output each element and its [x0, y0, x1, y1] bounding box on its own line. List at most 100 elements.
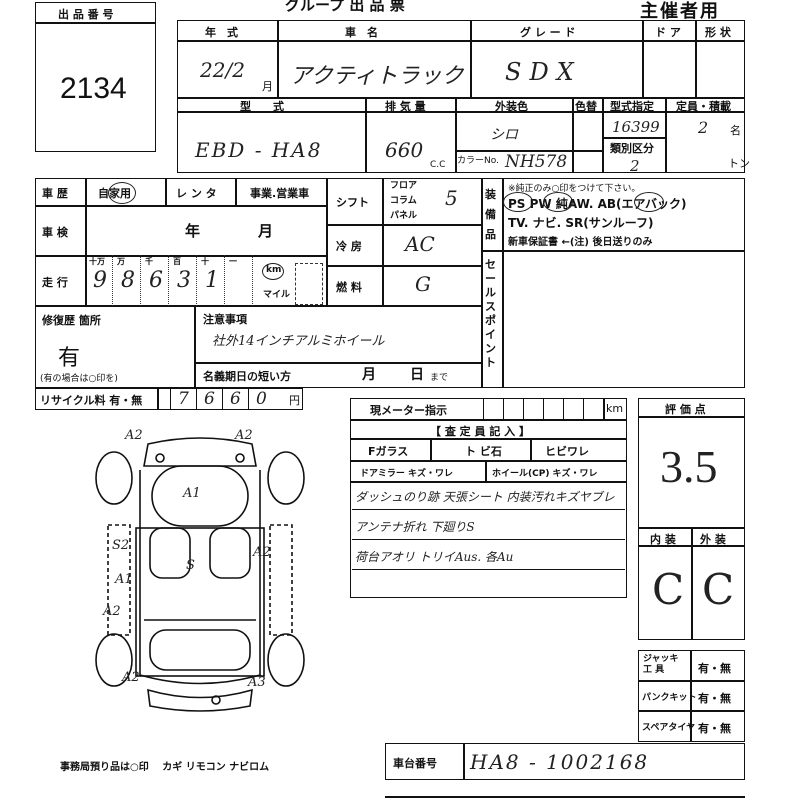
recycle-digit-value: 6 — [230, 389, 241, 409]
puncture-kit-label: パンクキット — [642, 693, 697, 703]
mileage-digit-value: 8 — [121, 268, 135, 293]
cc-unit: C.C — [430, 160, 446, 170]
interior-label: 内 装 — [650, 533, 676, 546]
ab-circle — [634, 192, 664, 212]
displacement-label: 排 気 量 — [385, 100, 426, 113]
damage-mark: A2 — [125, 428, 143, 443]
expiry-until: まで — [430, 373, 449, 383]
grade-label: グ レ ー ド — [520, 26, 576, 39]
ac-value: AC — [405, 232, 435, 256]
year-unit: 月 — [262, 80, 273, 93]
damage-mark: A1 — [115, 572, 133, 587]
exterior-value: C — [702, 565, 735, 614]
color-number-label: カラーNo. — [457, 156, 499, 166]
mileage-label: 走 行 — [42, 276, 68, 289]
history-label: 車 歴 — [42, 187, 68, 200]
exterior-color-value: シロ — [490, 127, 518, 143]
interior-value: C — [652, 565, 685, 614]
meter-digit-cell — [563, 398, 583, 420]
shift-option-floor: フロア — [390, 181, 418, 191]
vehicle-info-table — [177, 20, 745, 173]
fglass-chip-label: ト ビ石 — [465, 445, 502, 458]
inspection-note-3: 荷台アオリ トリイAus. 各Au — [355, 550, 514, 564]
chassis-box — [385, 743, 745, 780]
recycle-digit-cell — [248, 388, 274, 410]
score-box — [638, 398, 745, 528]
vehicle-name-value: アクティトラック — [290, 64, 464, 89]
expiry-label: 名義期日の短い方 — [203, 370, 291, 383]
repair-value: 有 — [58, 346, 81, 371]
recycle-digit-cell — [196, 388, 222, 410]
fuel-label: 燃 料 — [336, 281, 362, 294]
mileage-digit-value: 1 — [205, 268, 219, 293]
capacity-label: 定員・積載 — [676, 100, 731, 113]
damage-mark: A2 — [253, 545, 271, 560]
shift-value: 5 — [445, 186, 458, 210]
recycle-box — [35, 388, 303, 410]
inspection-month: 月 — [258, 222, 274, 240]
meter-digit-cell — [583, 398, 603, 420]
pw-circle — [543, 192, 573, 212]
header-title-fragment: グループ 出 品 票 — [285, 0, 405, 14]
sales-point-label: セールスポイント — [485, 258, 496, 369]
equipment-label: 装備品 — [485, 188, 496, 241]
capacity-value: 2 — [698, 118, 709, 137]
expiry-month: 月 — [362, 367, 376, 383]
score-value: 3.5 — [660, 441, 718, 492]
exterior-label: 外 装 — [700, 533, 726, 546]
mileage-digit-value: 9 — [93, 268, 107, 293]
type-designation-value: 16399 — [612, 118, 660, 136]
chassis-value: HA8 - 1002168 — [470, 750, 650, 774]
mileage-digit-cell — [141, 255, 169, 306]
mileage-digit-cell — [113, 255, 141, 306]
appraiser-notes-box — [350, 420, 627, 598]
recycle-unit: 円 — [289, 394, 300, 407]
meter-box — [350, 398, 627, 420]
spare-tire-label: スペアタイヤ — [642, 723, 696, 733]
recycle-label: リサイクル料 有・無 — [40, 394, 143, 407]
history-table — [35, 178, 327, 306]
meter-unit: km — [606, 402, 624, 415]
mile-label: マイル — [263, 290, 291, 300]
caution-value: 社外14インチアルミホイール — [212, 334, 385, 349]
spare-yes-no: 有・無 — [698, 722, 731, 735]
color-change-label: 色替 — [575, 100, 597, 113]
mileage-digit-cell — [85, 255, 113, 306]
name-label: 車 名 — [345, 26, 378, 39]
displacement-value: 660 — [385, 138, 424, 162]
caution-label: 注意事項 — [203, 313, 247, 326]
shape-label: 形 状 — [705, 26, 731, 39]
meter-digit-cell — [503, 398, 523, 420]
fglass-crack-label: ヒビワレ — [545, 445, 589, 458]
tools-box — [638, 650, 745, 742]
organizer-label: 主催者用 — [640, 1, 720, 22]
mileage-digit-label: 十万 — [89, 257, 105, 266]
score-label: 評 価 点 — [665, 403, 706, 416]
lot-label: 出 品 番 号 — [58, 8, 114, 21]
mileage-digit-value: 6 — [149, 268, 163, 293]
damage-mark: A2 — [235, 428, 253, 443]
business-use-label: 事業.営業車 — [250, 187, 310, 200]
mileage-digit-label: 百 — [173, 257, 181, 266]
jack-yes-no: 有・無 — [698, 662, 731, 675]
grade-value: SDX — [505, 58, 582, 86]
model-value: EBD - HA8 — [195, 138, 323, 162]
expiry-day: 日 — [410, 367, 424, 383]
mirror-label: ドアミラー キズ・ワレ — [360, 469, 453, 479]
mileage-digit-label: 万 — [117, 257, 125, 266]
year-value: 22/2 — [200, 58, 245, 82]
mileage-digit-label: 十 — [201, 257, 209, 266]
footer-note: 事務局預り品は○印 カギ リモコン ナビロム — [60, 762, 270, 773]
wheel-label: ホイール(CP) キズ・ワレ — [492, 469, 598, 479]
meter-digit-cell — [483, 398, 503, 420]
recycle-digit-cell — [222, 388, 248, 410]
ps-circle — [503, 192, 533, 212]
inspection-note-2: アンテナ折れ 下廻りS — [355, 520, 475, 534]
caution-box — [195, 306, 482, 388]
equipment-note: ※純正のみ○印をつけて下さい。 — [508, 184, 641, 194]
lot-number: 2134 — [60, 72, 127, 105]
recycle-digit-cell — [170, 388, 196, 410]
mileage-digit-label: 千 — [145, 257, 153, 266]
fuel-value: G — [415, 272, 431, 296]
shift-option-panel: パネル — [390, 211, 418, 221]
